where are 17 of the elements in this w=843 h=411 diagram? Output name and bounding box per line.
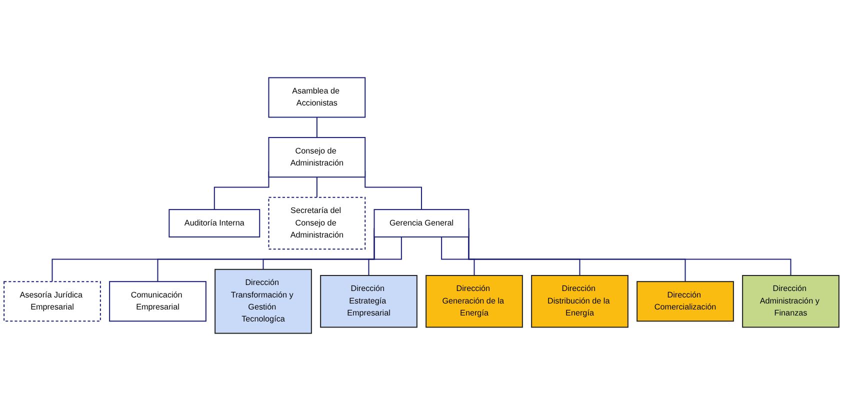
node-box: Asesoría Jurídica Empresarial (4, 281, 101, 322)
connector (316, 117, 318, 138)
node-box: Dirección Transformación y Gestión Tecnologíca (214, 268, 312, 334)
connector (368, 236, 402, 276)
node-box: Asamblea de Accionistas (268, 77, 366, 118)
connector (316, 177, 318, 198)
node-box: Gerencia General (374, 209, 470, 238)
node-box: Dirección Comercialización (636, 281, 734, 322)
node-box: Comunicación Empresarial (109, 281, 206, 322)
node-box: Auditoría Interna (168, 209, 260, 238)
node-box: Consejo de Administración (268, 137, 366, 178)
connector (441, 236, 475, 276)
node-box: Dirección Generación de la Energía (426, 274, 523, 328)
node-box: Secretaría del Consejo de Administración (268, 196, 366, 250)
node-box: Dirección Administración y Finanzas (742, 274, 840, 328)
node-box: Dirección Estrategía Empresarial (320, 274, 418, 328)
node-box: Dirección Distribución de la Energía (531, 274, 628, 328)
